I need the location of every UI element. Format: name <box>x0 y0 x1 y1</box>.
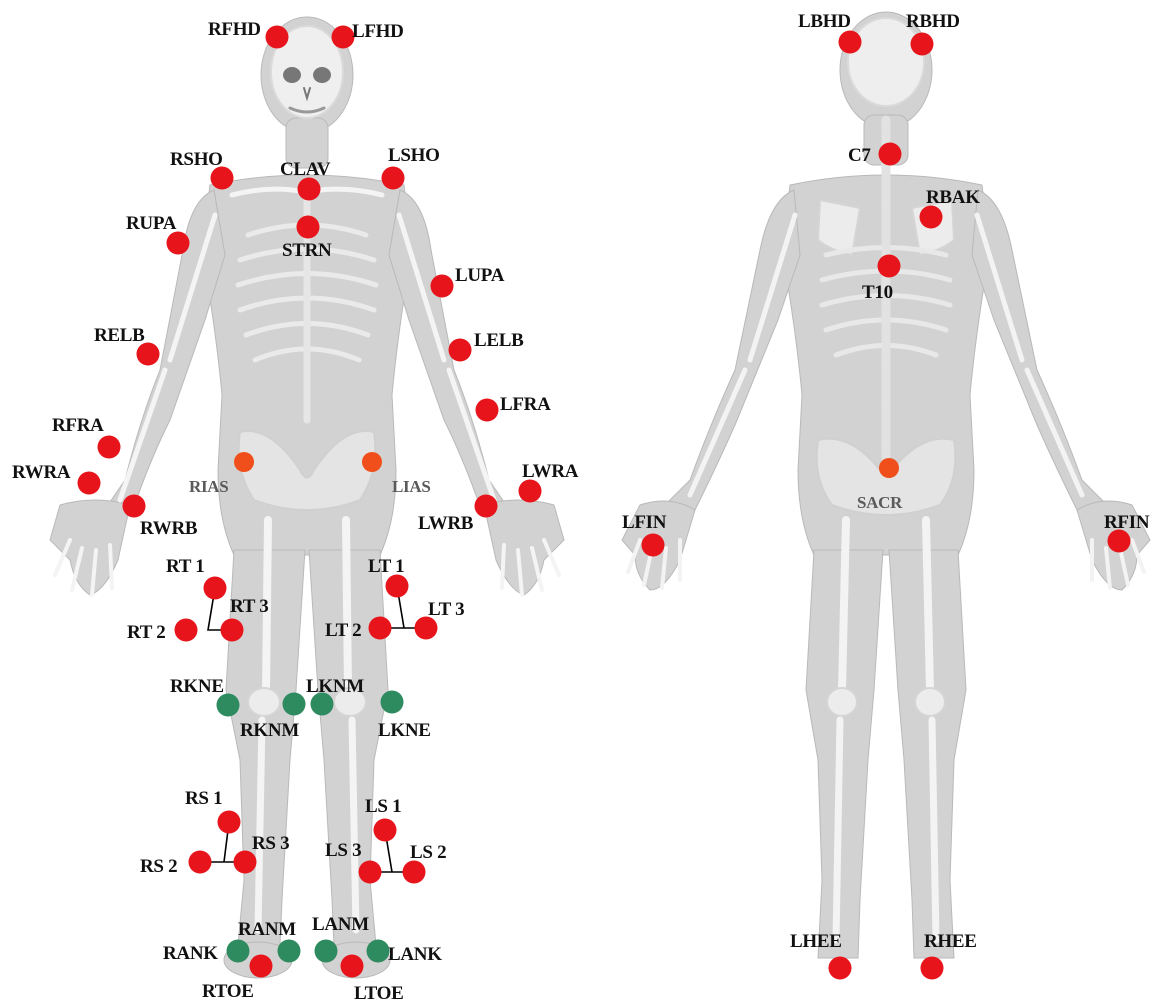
label-rt1: RT 1 <box>166 557 204 576</box>
label-lwra: LWRA <box>522 462 578 481</box>
marker-lias <box>362 452 382 472</box>
marker-strn <box>297 216 320 239</box>
label-rwrb: RWRB <box>140 519 197 538</box>
marker-rbhd <box>911 33 934 56</box>
marker-ls1 <box>374 819 397 842</box>
marker-ranm <box>278 940 301 963</box>
marker-rtoe <box>250 955 273 978</box>
label-rhee: RHEE <box>924 932 977 951</box>
label-ls1: LS 1 <box>365 797 401 816</box>
label-ls3: LS 3 <box>325 841 361 860</box>
label-lelb: LELB <box>474 331 524 350</box>
label-lfhd: LFHD <box>352 22 404 41</box>
label-lt1: LT 1 <box>368 557 404 576</box>
label-rsho: RSHO <box>170 150 223 169</box>
label-clav: CLAV <box>280 160 330 179</box>
label-rfin: RFIN <box>1104 513 1149 532</box>
label-strn: STRN <box>282 241 331 260</box>
marker-rt3 <box>221 619 244 642</box>
label-sacr: SACR <box>857 494 902 511</box>
marker-rknm <box>283 693 306 716</box>
label-lfin: LFIN <box>622 513 666 532</box>
marker-lank <box>367 940 390 963</box>
marker-lt2 <box>369 617 392 640</box>
marker-lkne <box>381 691 404 714</box>
label-rwra: RWRA <box>12 463 70 482</box>
label-lank: LANK <box>388 945 442 964</box>
label-rfra: RFRA <box>52 416 104 435</box>
label-lbhd: LBHD <box>798 12 851 31</box>
marker-rt1 <box>204 577 227 600</box>
marker-sacr <box>879 458 899 478</box>
label-rknm: RKNM <box>240 721 299 740</box>
marker-c7 <box>879 143 902 166</box>
marker-lt1 <box>386 575 409 598</box>
label-lwrb: LWRB <box>418 514 473 533</box>
label-c7: C7 <box>848 146 871 165</box>
marker-lfin <box>642 534 665 557</box>
label-rank: RANK <box>163 944 218 963</box>
marker-rfra <box>98 436 121 459</box>
label-rias: RIAS <box>189 478 228 495</box>
marker-ls2 <box>403 861 426 884</box>
marker-rhee <box>921 957 944 980</box>
marker-lsho <box>382 167 405 190</box>
marker-lanm <box>315 940 338 963</box>
marker-rias <box>234 452 254 472</box>
marker-rs2 <box>189 851 212 874</box>
label-rs3: RS 3 <box>252 834 289 853</box>
marker-rwrb <box>123 495 146 518</box>
label-lkne: LKNE <box>378 721 431 740</box>
marker-rt2 <box>175 619 198 642</box>
marker-lelb <box>449 339 472 362</box>
label-rupa: RUPA <box>126 214 176 233</box>
marker-lupa <box>431 275 454 298</box>
label-rt2: RT 2 <box>127 623 165 642</box>
label-ranm: RANM <box>238 920 296 939</box>
label-lhee: LHEE <box>790 932 842 951</box>
label-lt3: LT 3 <box>428 600 464 619</box>
label-rt3: RT 3 <box>230 597 268 616</box>
marker-t10 <box>878 255 901 278</box>
marker-lwra <box>519 480 542 503</box>
label-lupa: LUPA <box>455 266 504 285</box>
label-rs1: RS 1 <box>185 789 222 808</box>
marker-ls3 <box>359 861 382 884</box>
label-relb: RELB <box>94 326 145 345</box>
label-lias: LIAS <box>392 478 431 495</box>
label-rfhd: RFHD <box>208 20 261 39</box>
label-t10: T10 <box>862 283 893 302</box>
label-ltoe: LTOE <box>354 984 404 1003</box>
label-lt2: LT 2 <box>325 621 361 640</box>
marker-lwrb <box>475 495 498 518</box>
label-rs2: RS 2 <box>140 857 177 876</box>
label-ls2: LS 2 <box>410 843 446 862</box>
label-rtoe: RTOE <box>202 982 254 1001</box>
marker-rwra <box>78 472 101 495</box>
marker-rupa <box>167 232 190 255</box>
marker-rfhd <box>266 26 289 49</box>
marker-rs1 <box>218 811 241 834</box>
label-lfra: LFRA <box>500 395 551 414</box>
label-rbhd: RBHD <box>906 12 960 31</box>
marker-lbhd <box>839 31 862 54</box>
marker-rbak <box>920 206 943 229</box>
marker-lhee <box>829 957 852 980</box>
marker-lfra <box>476 399 499 422</box>
label-lknm: LKNM <box>306 677 364 696</box>
marker-clav <box>298 178 321 201</box>
label-rbak: RBAK <box>926 188 980 207</box>
marker-ltoe <box>341 955 364 978</box>
label-rkne: RKNE <box>170 677 224 696</box>
label-lanm: LANM <box>312 915 369 934</box>
marker-rank <box>227 940 250 963</box>
label-lsho: LSHO <box>388 146 440 165</box>
